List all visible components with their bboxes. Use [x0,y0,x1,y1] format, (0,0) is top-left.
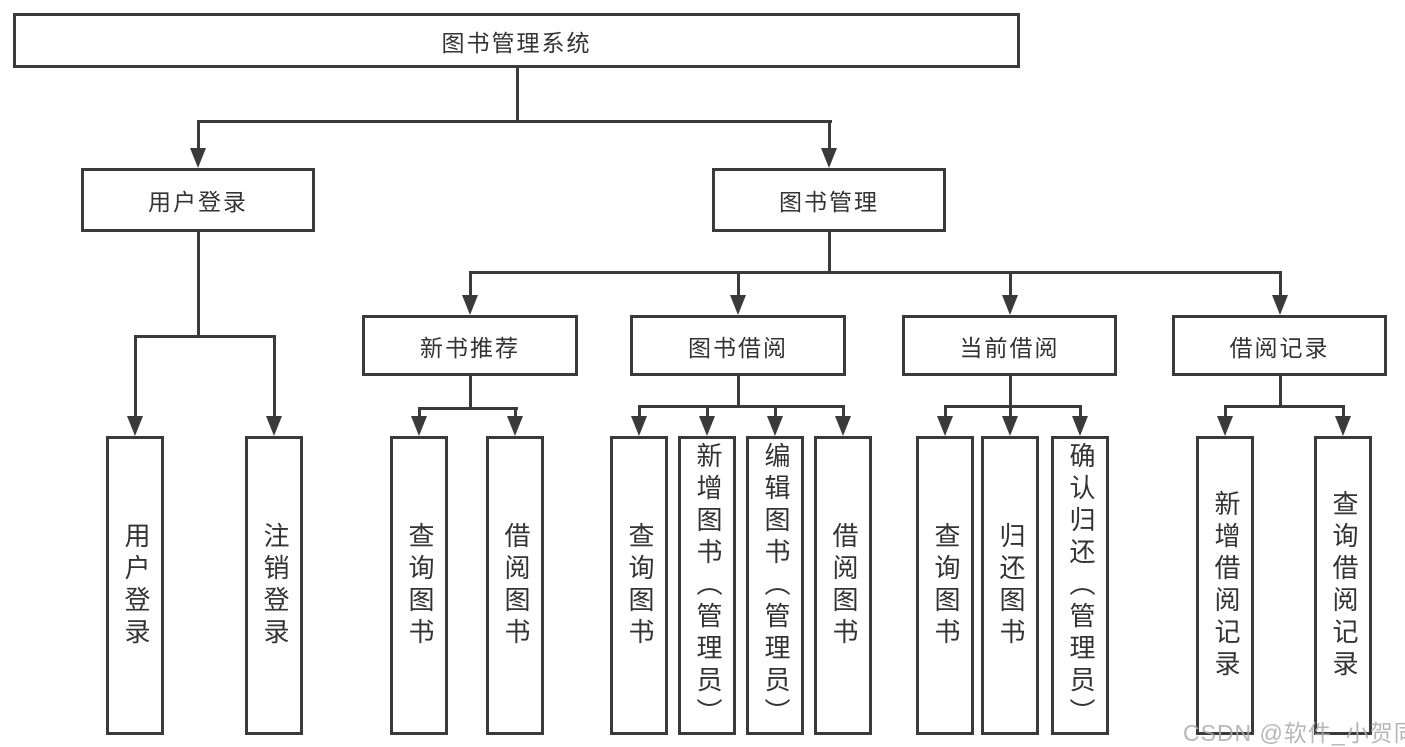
node-user-login: 用户登录 [81,168,315,232]
node-label: 图书管理系统 [441,29,592,56]
arrow-down-icon [462,295,478,315]
arrow-down-icon [835,416,851,436]
arrow-down-icon [937,416,953,436]
connector-book-mgmt-hbar [469,271,1282,274]
arrow-down-icon [699,416,715,436]
connector-book-mgmt-stem [828,232,831,271]
connector-to-leaf [1224,405,1227,418]
leaf-confirm-return-admin: 确认归还（管理员） [1051,436,1109,735]
connector-user-login-hbar [134,335,276,338]
connector-to-leaf [1342,405,1345,418]
connector-to-leaf [706,405,709,418]
node-label: 借阅记录 [1229,334,1330,361]
node-current-borrow: 当前借阅 [902,315,1117,376]
connector-to-borrow-records [1279,271,1282,297]
node-label: 用户登录 [148,189,248,215]
leaf-query-books: 查询图书 [916,436,974,735]
connector-new-book-hbar [418,407,518,410]
connector-root-hbar [197,120,832,123]
connector-borrow-records-stem [1279,376,1282,405]
arrow-down-icon [411,416,427,436]
connector-book-borrow-hbar [638,405,845,408]
node-borrow-records: 借阅记录 [1172,315,1387,376]
arrow-down-icon [730,295,746,315]
arrow-down-icon [1072,416,1088,436]
connector-book-borrow-stem [737,376,740,405]
arrow-down-icon [1002,295,1018,315]
connector-to-current-borrow [1009,271,1012,297]
connector-to-leaf [273,335,276,418]
node-book-management: 图书管理 [712,168,946,232]
node-book-borrow: 图书借阅 [630,315,846,376]
connector-to-book-management [828,120,831,152]
node-new-book-recommend: 新书推荐 [362,315,578,376]
connector-borrow-records-hbar [1224,405,1345,408]
connector-current-borrow-hbar [944,405,1082,408]
node-label: 图书借阅 [688,334,788,361]
connector-current-borrow-stem [1009,376,1012,405]
connector-to-leaf [774,405,777,418]
csdn-watermark: CSDN @软件_小贺同学 [1183,720,1405,746]
arrow-down-icon [1335,416,1351,436]
leaf-user-login: 用户登录 [106,436,164,735]
connector-to-user-login [197,120,200,152]
connector-root-stem [516,68,519,120]
node-label: 图书管理 [779,189,879,215]
arrow-down-icon [1217,416,1233,436]
connector-user-login-stem [197,232,200,335]
arrow-down-icon [190,148,206,168]
leaf-add-borrow-record: 新增借阅记录 [1196,436,1254,735]
leaf-borrow-books: 借阅图书 [814,436,872,735]
node-label: 当前借阅 [959,334,1060,361]
arrow-down-icon [1272,295,1288,315]
leaf-edit-books-admin: 编辑图书（管理员） [746,436,804,735]
node-root-library-system: 图书管理系统 [13,13,1020,68]
connector-to-leaf [842,405,845,418]
arrow-down-icon [266,416,282,436]
arrow-down-icon [631,416,647,436]
leaf-add-books-admin: 新增图书（管理员） [678,436,736,735]
arrow-down-icon [767,416,783,436]
connector-to-leaf [514,407,517,418]
arrow-down-icon [507,416,523,436]
arrow-down-icon [1002,416,1018,436]
connector-to-leaf [944,405,947,418]
connector-to-book-borrow [737,271,740,297]
connector-to-leaf [638,405,641,418]
connector-new-book-stem [469,376,472,407]
leaf-query-borrow-record: 查询借阅记录 [1314,436,1372,735]
leaf-borrow-books: 借阅图书 [486,436,544,735]
node-label: 新书推荐 [420,334,520,361]
arrow-down-icon [127,416,143,436]
connector-to-leaf [1079,405,1082,418]
connector-to-leaf [418,407,421,418]
leaf-return-books: 归还图书 [981,436,1039,735]
leaf-query-books: 查询图书 [610,436,668,735]
connector-to-new-book [469,271,472,297]
leaf-logout: 注销登录 [245,436,303,735]
connector-to-leaf [1009,405,1012,418]
arrow-down-icon [821,148,837,168]
leaf-query-books: 查询图书 [390,436,448,735]
connector-to-leaf [134,335,137,418]
